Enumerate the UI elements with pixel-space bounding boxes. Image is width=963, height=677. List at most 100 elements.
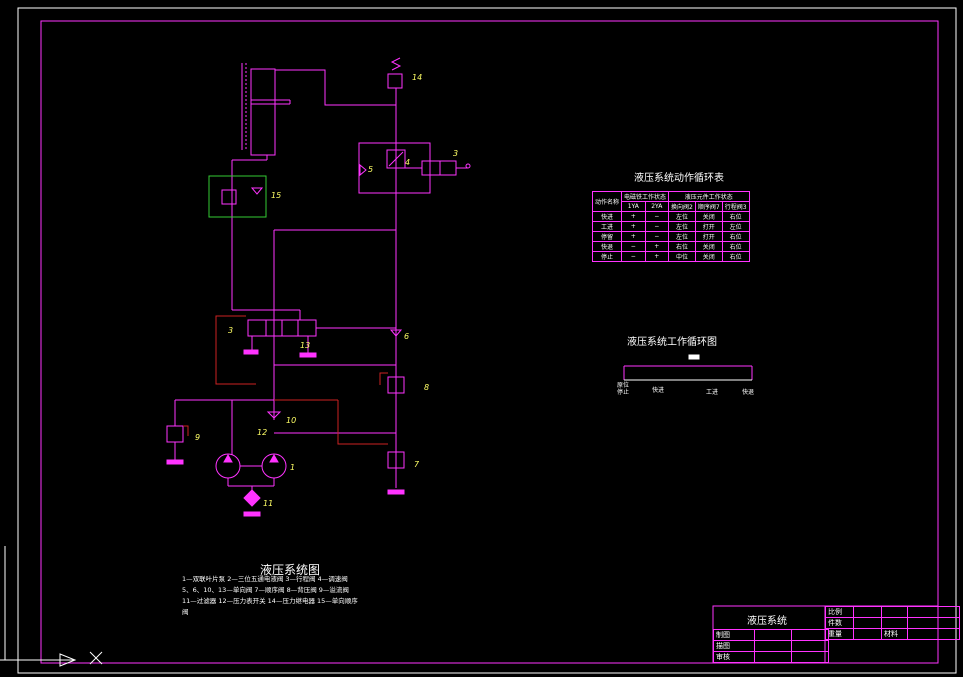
cell: − bbox=[644, 231, 670, 242]
cell: 快退 bbox=[591, 241, 623, 252]
cell: 打开 bbox=[694, 221, 723, 232]
col-header: 1YA bbox=[621, 201, 646, 212]
cell: 打开 bbox=[694, 231, 723, 242]
legend-line: 5、6、10、13—单向阀 7—顺序阀 8—背压阀 9—溢流阀 bbox=[182, 586, 349, 594]
cycle-label-work-feed: 工进 bbox=[706, 389, 719, 396]
label-1: 1 bbox=[290, 463, 296, 472]
cell: − bbox=[644, 221, 670, 232]
legend: 1—双联叶片泵 2—三位五通电液阀 3—行程阀 4—调速阀 5、6、10、13—… bbox=[182, 574, 358, 618]
col-header: 2YA bbox=[644, 201, 670, 212]
cell: 停止 bbox=[591, 251, 623, 262]
cell: 左位 bbox=[721, 221, 750, 232]
label-14: 14 bbox=[412, 73, 423, 82]
cell: 右位 bbox=[721, 241, 750, 252]
cell: 关闭 bbox=[694, 211, 723, 222]
label-4: 4 bbox=[405, 158, 411, 167]
tb-weight: 重量 bbox=[825, 628, 854, 640]
cell: 快进 bbox=[591, 211, 623, 222]
cell: 关闭 bbox=[694, 251, 723, 262]
cell: + bbox=[621, 211, 646, 222]
tb-ratio: 比例 bbox=[825, 606, 854, 618]
sequence-valve-15 bbox=[208, 175, 267, 218]
tb-checked-date bbox=[791, 651, 829, 663]
table-row: 工进 + − 左位 打开 左位 bbox=[591, 221, 750, 232]
col-action: 动作名称 bbox=[591, 191, 623, 212]
tb-drafted: 描图 bbox=[713, 640, 755, 652]
tb-count: 件数 bbox=[825, 617, 854, 629]
tb-empty bbox=[881, 617, 908, 629]
title-block-right: 比例 件数 重量 材料 bbox=[825, 606, 960, 640]
cell: 右位 bbox=[721, 251, 750, 262]
pilot-lines bbox=[183, 315, 388, 445]
cycle-diagram-title: 液压系统工作循环图 bbox=[627, 337, 717, 348]
diagram-title: 液压系统图 bbox=[260, 563, 321, 577]
cycle-chart bbox=[623, 354, 753, 381]
cell: − bbox=[621, 251, 646, 262]
label-3a: 3 bbox=[453, 149, 459, 158]
label-12: 12 bbox=[257, 428, 268, 437]
outer-frame bbox=[17, 7, 957, 674]
tb-drawn-date bbox=[791, 629, 829, 641]
label-10: 10 bbox=[286, 416, 297, 425]
cell: 右位 bbox=[721, 211, 750, 222]
label-9: 9 bbox=[195, 433, 201, 442]
cell: 右位 bbox=[668, 241, 696, 252]
cell: − bbox=[621, 241, 646, 252]
action-table: 动作名称 电磁铁工作状态 液压元件工作状态 1YA 2YA 换向阀2 顺序阀7 … bbox=[591, 191, 750, 262]
cell: + bbox=[644, 241, 670, 252]
table-row: 停留 + − 左位 打开 右位 bbox=[591, 231, 750, 242]
col-header: 顺序阀7 bbox=[694, 201, 723, 212]
header-group-1: 电磁铁工作状态 bbox=[621, 191, 670, 202]
title-block-left: 制图 描图 审核 bbox=[713, 629, 829, 663]
cycle-label-fast-forward: 快进 bbox=[652, 387, 665, 394]
tb-drafted-date bbox=[791, 640, 829, 652]
cycle-label-fast-return: 快退 bbox=[742, 389, 755, 396]
tb-checked: 审核 bbox=[713, 651, 755, 663]
tb-ratio-value bbox=[853, 606, 882, 618]
cell: 中位 bbox=[668, 251, 696, 262]
label-11: 11 bbox=[263, 499, 274, 508]
label-5: 5 bbox=[368, 165, 374, 174]
table-row: 快进 + − 左位 关闭 右位 bbox=[591, 211, 750, 222]
legend-line: 阀 bbox=[182, 608, 189, 616]
label-8: 8 bbox=[424, 383, 430, 392]
label-7: 7 bbox=[414, 460, 420, 469]
label-6: 6 bbox=[404, 332, 410, 341]
tb-checked-name bbox=[754, 651, 792, 663]
legend-line: 11—过滤器 12—压力表开关 14—压力继电器 15—单向顺序 bbox=[182, 597, 358, 605]
col-header: 行程阀3 bbox=[721, 201, 750, 212]
cell: 工进 bbox=[591, 221, 623, 232]
tb-drafted-name bbox=[754, 640, 792, 652]
cell: + bbox=[644, 251, 670, 262]
cell: 关闭 bbox=[694, 241, 723, 252]
cycle-label-origin: 原位停止 bbox=[617, 382, 630, 396]
tb-count-value bbox=[853, 617, 882, 629]
legend-line: 1—双联叶片泵 2—三位五通电液阀 3—行程阀 4—调速阀 bbox=[182, 575, 348, 583]
col-header: 换向阀2 bbox=[668, 201, 696, 212]
action-table-title: 液压系统动作循环表 bbox=[634, 173, 724, 184]
tb-empty bbox=[907, 606, 960, 618]
cell: 左位 bbox=[668, 231, 696, 242]
cell: − bbox=[644, 211, 670, 222]
label-3b: 3 bbox=[228, 326, 234, 335]
tb-material: 材料 bbox=[881, 628, 908, 640]
label-15: 15 bbox=[271, 191, 282, 200]
tb-drawn: 制图 bbox=[713, 629, 755, 641]
cell: 左位 bbox=[668, 211, 696, 222]
hydraulic-circuit bbox=[166, 57, 471, 517]
cell: 右位 bbox=[721, 231, 750, 242]
title-block-name: 液压系统 bbox=[747, 616, 787, 627]
drawing-frame bbox=[40, 20, 939, 664]
cell: + bbox=[621, 221, 646, 232]
table-row: 快退 − + 右位 关闭 右位 bbox=[591, 241, 750, 252]
tb-weight-value bbox=[853, 628, 882, 640]
table-row: 停止 − + 中位 关闭 右位 bbox=[591, 251, 750, 262]
tb-material-value bbox=[907, 628, 960, 640]
cell: 停留 bbox=[591, 231, 623, 242]
cell: 左位 bbox=[668, 221, 696, 232]
cell: + bbox=[621, 231, 646, 242]
tb-empty bbox=[907, 617, 960, 629]
ucs-icon bbox=[0, 546, 103, 667]
tb-empty bbox=[881, 606, 908, 618]
